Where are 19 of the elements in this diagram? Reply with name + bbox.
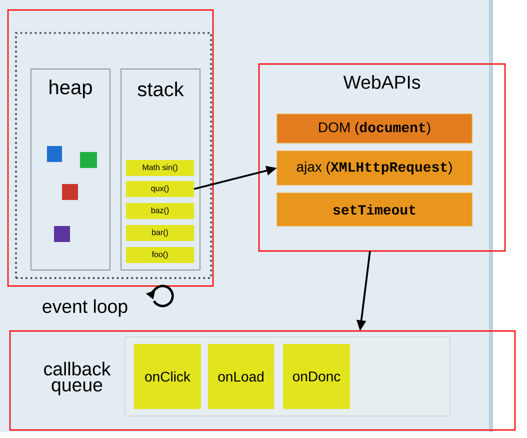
highlight-box: [7, 9, 214, 287]
object-square: [47, 146, 62, 162]
stack-frame: foo(): [126, 247, 194, 263]
stack-frame: qux(): [126, 181, 194, 197]
callback-box: onLoad: [208, 344, 274, 409]
engine-box: [15, 32, 212, 279]
object-square: [54, 226, 70, 242]
api-box: setTimeout: [276, 192, 472, 226]
stack-frame: Math sin(): [126, 160, 194, 176]
callback-box: onClick: [134, 344, 201, 409]
api-box: ajax (XMLHttpRequest): [276, 150, 472, 186]
object-square: [80, 152, 97, 168]
stack-frame: bar(): [126, 225, 194, 241]
caption-text: event loop: [42, 299, 128, 317]
api-box: DOM (document): [276, 114, 472, 144]
memory-column: heap: [30, 68, 110, 270]
object-square: [62, 184, 78, 200]
callback-box: onDonc: [283, 344, 350, 409]
stack-frame: baz(): [126, 203, 194, 219]
